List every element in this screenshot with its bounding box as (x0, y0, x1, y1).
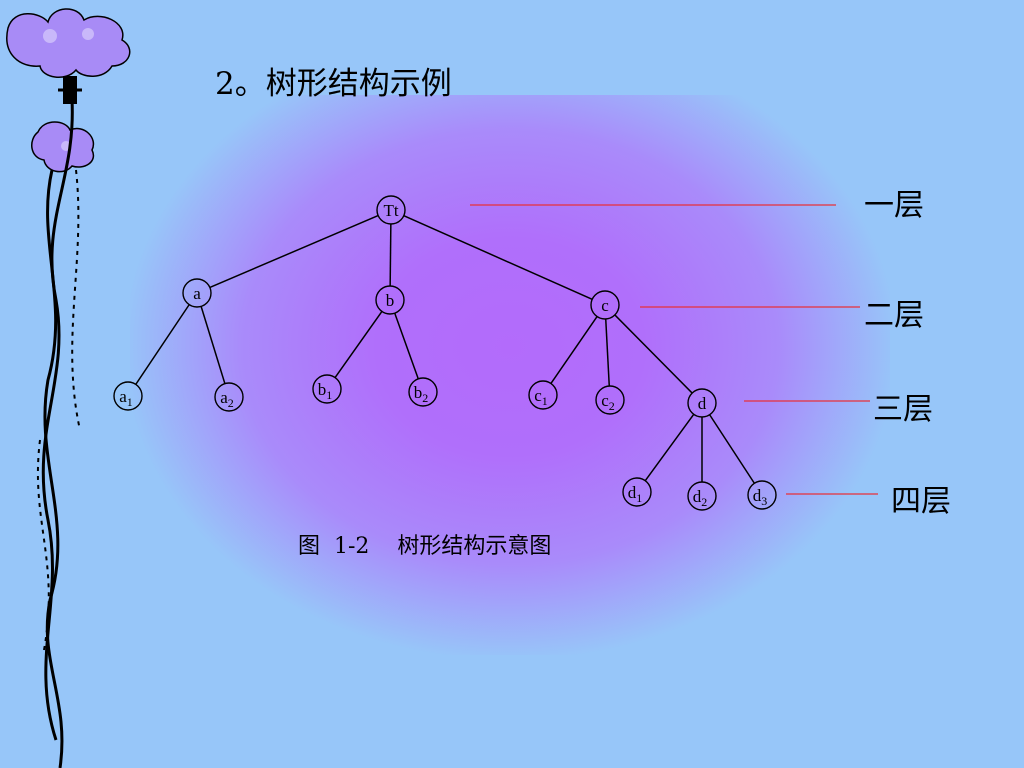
flower-vine-icon (6, 8, 131, 768)
background-glow (130, 95, 890, 655)
tree-node-b: b (375, 285, 405, 315)
node-label-sub: 2 (422, 391, 428, 405)
slide-title: 2。树形结构示例 (215, 66, 452, 102)
edge-a-a2 (200, 306, 226, 384)
tree-node-Tt: Tt (376, 195, 406, 225)
node-label-sub: 1 (542, 394, 548, 408)
tree-node-d2: d2 (687, 481, 717, 511)
node-label-sub: 2 (609, 399, 615, 413)
edge-Tt-a (209, 214, 379, 289)
tree-node-d3: d3 (747, 480, 777, 510)
node-circle (687, 388, 717, 418)
node-label-base: b (386, 291, 395, 310)
node-label: b1 (318, 380, 333, 402)
node-label: b2 (414, 383, 429, 405)
node-circle (376, 195, 406, 225)
level-label-1: 一层 (864, 188, 924, 223)
node-circle (747, 480, 777, 510)
tree-node-c: c (590, 290, 620, 320)
node-label-sub: 1 (127, 395, 133, 409)
node-circle (182, 278, 212, 308)
edge-b-b1 (334, 310, 383, 379)
node-label: a (193, 284, 201, 303)
tree-node-d: d (687, 388, 717, 418)
node-label-sub: 3 (761, 494, 767, 508)
tree-node-a2: a2 (214, 382, 244, 412)
node-circle (528, 380, 558, 410)
edge-a-a1 (135, 304, 190, 385)
node-label: a2 (220, 388, 234, 410)
node-circle (214, 382, 244, 412)
tree-edges (135, 214, 755, 484)
node-circle (622, 477, 652, 507)
edge-c-d (614, 314, 693, 394)
edge-b-b2 (394, 312, 419, 380)
tree-node-b1: b1 (312, 374, 342, 404)
level-label-4: 四层 (891, 484, 951, 519)
node-label: d1 (628, 483, 643, 505)
node-label: b (386, 291, 395, 310)
node-label-base: a (119, 387, 127, 406)
node-label: d (698, 394, 707, 413)
node-label: a1 (119, 387, 133, 409)
node-circle (375, 285, 405, 315)
node-label: c1 (534, 386, 548, 408)
node-label-base: d (698, 394, 707, 413)
edge-c-c1 (550, 316, 598, 384)
tree-node-a1: a1 (113, 381, 143, 411)
node-label-sub: 2 (701, 495, 707, 509)
level-lines (470, 204, 878, 495)
node-label: d3 (753, 486, 768, 508)
node-label: c (601, 296, 609, 315)
node-label: c2 (601, 391, 615, 413)
edge-d-d3 (709, 414, 755, 484)
level-label-2: 二层 (864, 298, 924, 333)
node-circle (687, 481, 717, 511)
tree-node-c2: c2 (595, 385, 625, 415)
node-label-sub: 2 (228, 396, 234, 410)
edge-d-d1 (644, 413, 695, 482)
node-label: d2 (693, 487, 708, 509)
node-circle (408, 377, 438, 407)
tree-node-c1: c1 (528, 380, 558, 410)
edge-Tt-c (403, 214, 593, 301)
node-label-base: d (753, 486, 762, 505)
edge-Tt-b (389, 223, 392, 287)
node-label-sub: 1 (326, 388, 332, 402)
node-label-base: c (534, 386, 542, 405)
node-circle (113, 381, 143, 411)
node-circle (312, 374, 342, 404)
edge-c-c2 (604, 318, 611, 387)
figure-caption: 图 1-2 树形结构示意图 (298, 534, 552, 559)
node-label-base: c (601, 391, 609, 410)
node-label-base: a (193, 284, 201, 303)
node-label-base: Tt (383, 201, 398, 220)
node-label-base: c (601, 296, 609, 315)
node-label-sub: 1 (636, 491, 642, 505)
tree-node-b2: b2 (408, 377, 438, 407)
node-label: Tt (383, 201, 398, 220)
node-label-base: d (693, 487, 702, 506)
node-label-base: d (628, 483, 637, 502)
node-label-base: b (318, 380, 327, 399)
node-label-base: b (414, 383, 423, 402)
tree-node-a: a (182, 278, 212, 308)
node-label-base: a (220, 388, 228, 407)
node-circle (590, 290, 620, 320)
node-circle (595, 385, 625, 415)
level-label-3: 三层 (873, 392, 933, 427)
tree-node-d1: d1 (622, 477, 652, 507)
